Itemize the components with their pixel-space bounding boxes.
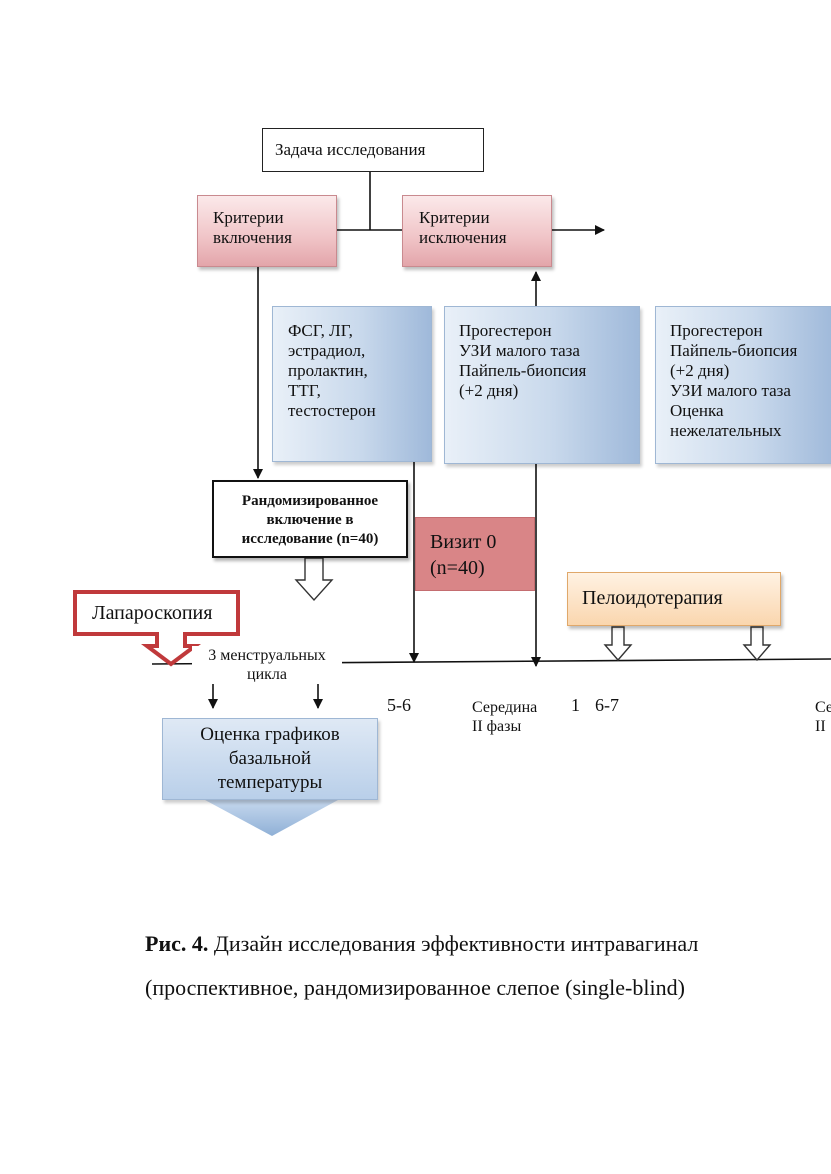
caption-text: Дизайн исследования эффективности интрав… xyxy=(208,931,699,956)
basal-temperature-box: Оценка графиков базальной температуры xyxy=(162,718,378,800)
visit0-box: Визит 0 (n=40) xyxy=(415,517,535,591)
day-6-7-label: 6-7 xyxy=(595,695,619,715)
exclusion-criteria-box: Критерии исключения xyxy=(402,195,552,267)
figure-caption-line2: (проспективное, рандомизированное слепое… xyxy=(145,975,685,1000)
visit2-tests-box: Прогестерон Пайпель-биопсия (+2 дня) УЗИ… xyxy=(655,306,831,464)
mid-phase-label: Середина II фазы xyxy=(472,699,538,735)
figure-number: Рис. 4. xyxy=(145,931,209,956)
cycles-label: 3 менструальных цикла xyxy=(192,646,342,684)
peloid-therapy-box: Пелоидотерапия xyxy=(567,572,781,626)
figure-caption-line1: Рис. 4. Дизайн исследования эффективност… xyxy=(145,929,698,959)
day-5-6-label: 5-6 xyxy=(387,695,411,715)
task-box: Задача исследования xyxy=(262,128,484,172)
visit1-tests-box: Прогестерон УЗИ малого таза Пайпель-биоп… xyxy=(444,306,640,464)
mid-phase-cut-label: Се II xyxy=(815,699,831,735)
randomization-box: Рандомизированное включение в исследован… xyxy=(212,480,408,558)
inclusion-criteria-box: Критерии включения xyxy=(197,195,337,267)
day-1-label: 1 xyxy=(571,695,580,715)
hormone-tests-box: ФСГ, ЛГ, эстрадиол, пролактин, ТТГ, тест… xyxy=(272,306,432,462)
laparoscopy-label: Лапароскопия xyxy=(92,602,213,624)
